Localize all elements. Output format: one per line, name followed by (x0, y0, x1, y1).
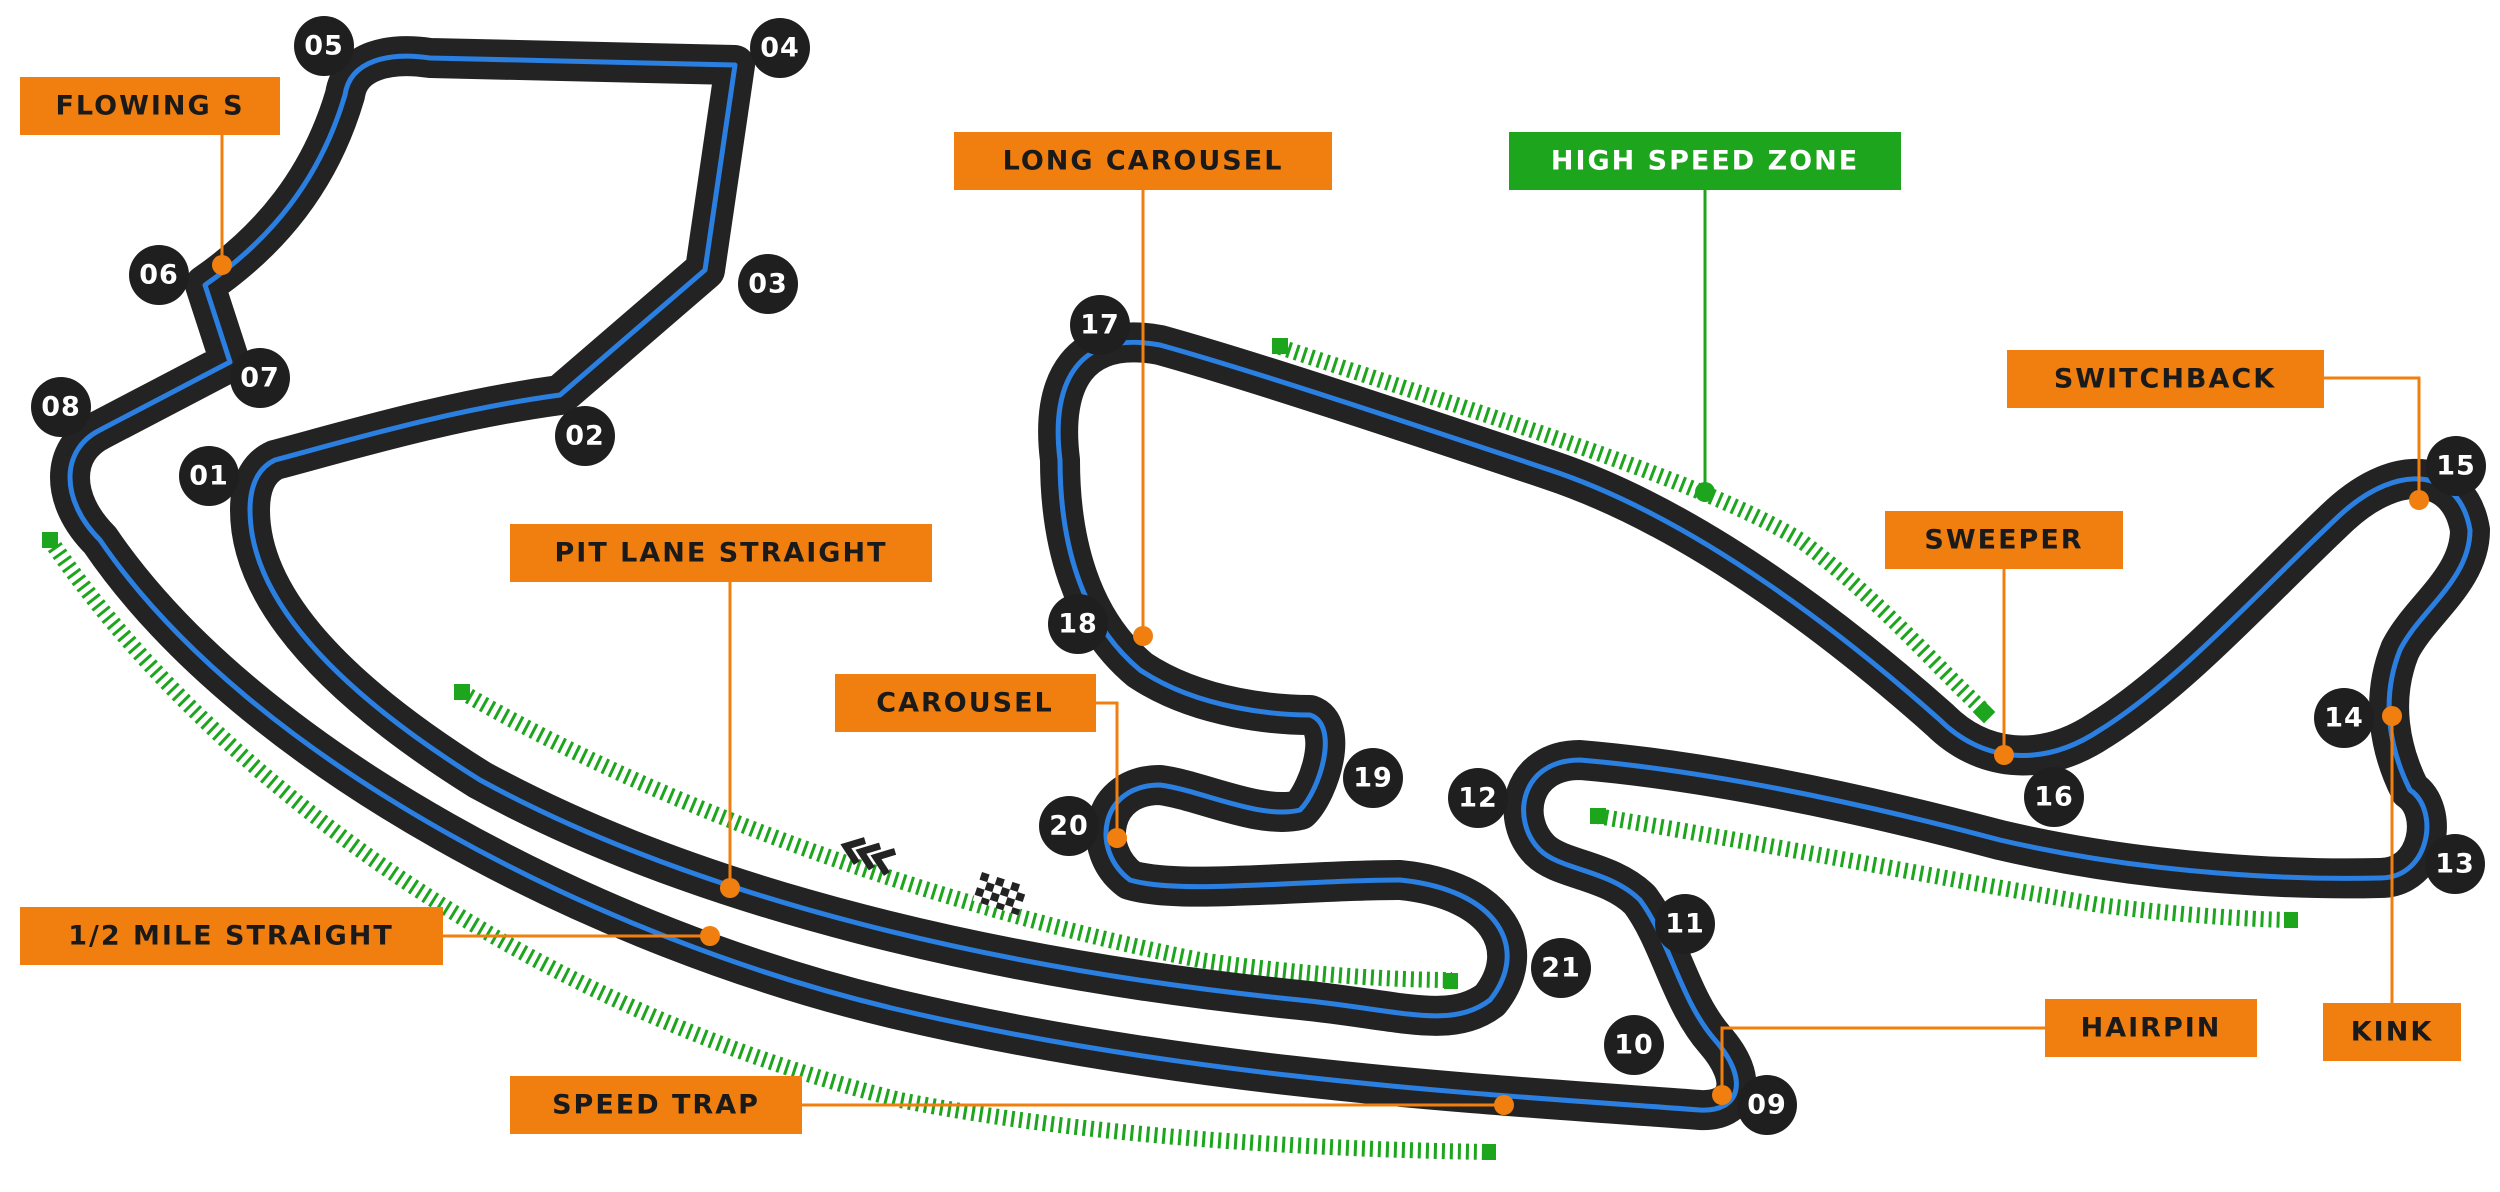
leader-dots (212, 255, 2429, 1115)
corner-05: 05 (294, 16, 354, 76)
corner-19: 19 (1343, 748, 1403, 808)
corner-02: 02 (555, 406, 615, 466)
dot-flowing-s (212, 255, 232, 275)
corner-16-label: 16 (2034, 782, 2074, 813)
leader-switchback (2324, 376, 2421, 500)
label-kink: KINK (2323, 1003, 2461, 1061)
runoff-stripe-half-mile (43, 535, 1491, 1160)
corner-08-label: 08 (41, 392, 81, 423)
corner-08: 08 (31, 377, 91, 437)
corner-20: 20 (1039, 796, 1099, 856)
runoff-stripe-pit (457, 685, 1453, 988)
corner-06-label: 06 (139, 260, 179, 291)
corner-03-label: 03 (748, 269, 788, 300)
corner-09: 09 (1737, 1075, 1797, 1135)
corner-09-label: 09 (1747, 1090, 1787, 1121)
label-long-carousel-text: LONG CAROUSEL (1003, 146, 1284, 177)
chevron-left-icon (840, 837, 897, 876)
label-kink-text: KINK (2351, 1017, 2434, 1048)
label-pit-lane-straight: PIT LANE STRAIGHT (510, 524, 932, 582)
label-half-mile-straight-text: 1/2 MILE STRAIGHT (68, 921, 394, 952)
dot-kink (2382, 706, 2402, 726)
dot-sweeper (1994, 745, 2014, 765)
label-flowing-s: FLOWING S (20, 77, 280, 135)
corner-15: 15 (2426, 436, 2486, 496)
corner-15-label: 15 (2436, 451, 2476, 482)
label-switchback-text: SWITCHBACK (2054, 364, 2276, 395)
dot-carousel (1107, 828, 1127, 848)
label-speed-trap: SPEED TRAP (510, 1076, 802, 1134)
corner-01: 01 (179, 446, 239, 506)
runoff-end-1 (42, 532, 58, 548)
corner-03: 03 (738, 254, 798, 314)
checkered-flag-icon (972, 872, 1028, 916)
corner-05-label: 05 (304, 31, 344, 62)
corner-04-label: 04 (760, 33, 800, 64)
corner-12: 12 (1448, 768, 1508, 828)
corner-18: 18 (1048, 594, 1108, 654)
racing-line (67, 53, 2473, 1113)
label-speed-trap-text: SPEED TRAP (552, 1090, 760, 1121)
dot-high-speed-zone (1695, 482, 1715, 502)
corner-16: 16 (2024, 767, 2084, 827)
corner-20-label: 20 (1049, 811, 1089, 842)
corner-06: 06 (129, 245, 189, 305)
track (50, 36, 2490, 1131)
runoff-stripe-back (1277, 339, 1991, 718)
runoff-end-5 (1272, 338, 1288, 354)
corner-17-label: 17 (1080, 310, 1120, 341)
corner-18-label: 18 (1058, 609, 1098, 640)
label-pit-lane-straight-text: PIT LANE STRAIGHT (555, 538, 888, 569)
label-sweeper-text: SWEEPER (1924, 525, 2083, 556)
label-sweeper: SWEEPER (1885, 511, 2123, 569)
dot-half-mile (700, 926, 720, 946)
corner-17: 17 (1070, 295, 1130, 355)
corner-21-label: 21 (1541, 953, 1581, 984)
corner-19-label: 19 (1353, 763, 1393, 794)
corner-21: 21 (1531, 938, 1591, 998)
runoff-end-6 (1972, 700, 1996, 724)
dot-speed-trap (1494, 1095, 1514, 1115)
dot-long-carousel (1133, 626, 1153, 646)
label-hairpin-text: HAIRPIN (2081, 1013, 2222, 1044)
corner-02-label: 02 (565, 421, 605, 452)
dot-pit-lane-straight (720, 878, 740, 898)
runoff-end-8 (2284, 912, 2298, 928)
label-high-speed-zone: HIGH SPEED ZONE (1509, 132, 1901, 190)
runoff-end-3 (454, 684, 470, 700)
corner-12-label: 12 (1458, 783, 1498, 814)
label-half-mile-straight: 1/2 MILE STRAIGHT (20, 907, 443, 965)
label-long-carousel: LONG CAROUSEL (954, 132, 1332, 190)
label-hairpin: HAIRPIN (2045, 999, 2257, 1057)
runoff-end-4 (1444, 973, 1458, 989)
dot-hairpin (1712, 1085, 1732, 1105)
runoff-stripe-lower (1595, 808, 2293, 928)
corner-14-label: 14 (2324, 703, 2364, 734)
label-high-speed-zone-text: HIGH SPEED ZONE (1551, 146, 1859, 177)
label-flowing-s-text: FLOWING S (55, 91, 244, 122)
runoff-end-2 (1482, 1144, 1496, 1160)
corner-10: 10 (1604, 1015, 1664, 1075)
corner-13: 13 (2425, 834, 2485, 894)
leader-lines (220, 135, 2421, 1107)
corner-07-label: 07 (240, 363, 280, 394)
dot-switchback (2409, 490, 2429, 510)
leader-hairpin (1720, 1026, 2045, 1095)
corner-14: 14 (2314, 688, 2374, 748)
leader-carousel (1096, 701, 1119, 838)
label-carousel: CAROUSEL (835, 674, 1096, 732)
label-switchback: SWITCHBACK (2007, 350, 2324, 408)
runoff-end-7 (1590, 808, 1606, 824)
corner-04: 04 (750, 18, 810, 78)
corner-10-label: 10 (1614, 1030, 1654, 1061)
corner-13-label: 13 (2435, 849, 2475, 880)
label-carousel-text: CAROUSEL (876, 688, 1053, 719)
corner-07: 07 (230, 348, 290, 408)
corner-11: 11 (1655, 894, 1715, 954)
runoff-stripes (42, 338, 2298, 1160)
corner-markers: 01 02 03 04 05 06 07 08 09 10 11 12 13 1… (31, 16, 2486, 1135)
corner-11-label: 11 (1665, 909, 1705, 940)
corner-01-label: 01 (189, 461, 229, 492)
